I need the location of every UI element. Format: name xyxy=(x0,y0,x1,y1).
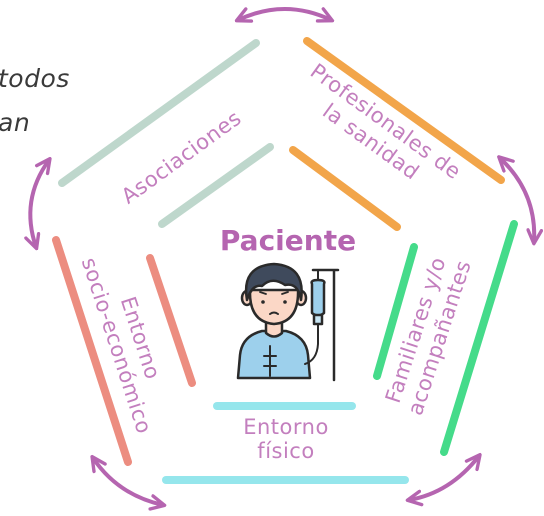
entorno-socio-outer-band xyxy=(52,236,132,466)
profesionales-outer-band xyxy=(303,37,505,184)
double-arrow-icon xyxy=(497,155,544,246)
asociaciones-outer-band xyxy=(58,39,260,187)
double-arrow-icon xyxy=(405,452,482,507)
familiares-outer-band xyxy=(440,220,518,456)
center-title: Paciente xyxy=(220,224,356,257)
familiares-inner-band xyxy=(373,243,418,380)
double-arrow-icon xyxy=(234,7,335,23)
label-asociaciones-line-1: Asociaciones xyxy=(117,106,246,209)
cropped-text-line-2: an xyxy=(0,108,31,137)
label-entorno-fisico-line-1: Entorno xyxy=(243,415,329,439)
label-entorno-fisico-line-2: físico xyxy=(257,439,314,463)
cropped-text-line-1: todos xyxy=(0,64,70,93)
profesionales-inner-band xyxy=(289,146,401,231)
patient-icon xyxy=(236,262,312,380)
entorno-socio-inner-band xyxy=(146,254,196,387)
asociaciones-inner-band xyxy=(158,143,274,228)
double-arrow-icon xyxy=(24,156,52,251)
label-asociaciones: Asociaciones xyxy=(117,106,246,209)
label-entorno-fisico: Entorno físico xyxy=(243,415,329,463)
iv-drip-icon xyxy=(304,268,340,382)
double-arrow-icon xyxy=(90,454,167,511)
